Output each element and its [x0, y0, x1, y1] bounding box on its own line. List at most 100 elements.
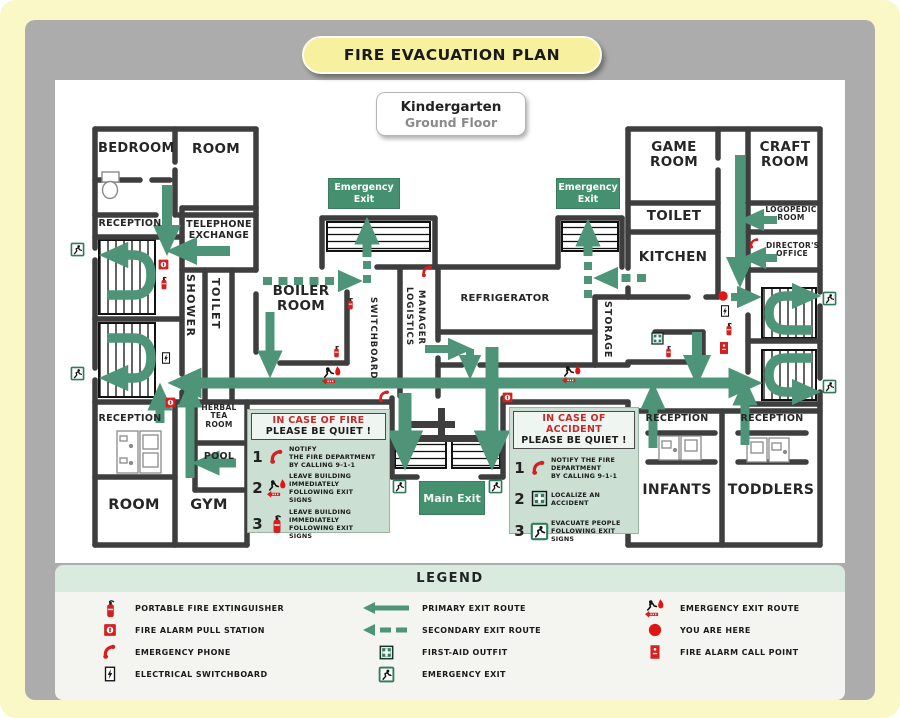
main-exit-sign: Main Exit [419, 481, 485, 515]
emergency-exit-icon [360, 666, 412, 683]
accident-panel-title: IN CASE OF ACCIDENT [542, 413, 606, 435]
emergency-exit-sign-left: Emergency Exit [328, 178, 400, 209]
legend-item: PRIMARY EXIT ROUTE [360, 597, 541, 619]
room-label-craft-room: CRAFT ROOM [759, 139, 811, 171]
accident-panel-header: IN CASE OF ACCIDENT PLEASE BE QUIET ! [513, 411, 635, 449]
fire-extinguisher-icon [665, 345, 672, 358]
emergency-exit-sign-right: Emergency Exit [556, 178, 620, 209]
first-aid-icon [527, 489, 551, 508]
room-label-gym: GYM [190, 497, 228, 513]
fire-extinguisher-icon [95, 599, 125, 618]
secondary-exit-route-arrow [360, 623, 412, 637]
fire-step-2: 2 LEAVE BUILDING IMMEDIATELY FOLLOWING E… [252, 472, 354, 504]
room-label-logopedic: LOGOPEDIC ROOM [765, 205, 817, 223]
room-label-pool: POOL [203, 451, 235, 462]
accident-panel-subtitle: PLEASE BE QUIET ! [521, 435, 627, 446]
legend-column-3: EMERGENCY EXIT ROUTE YOU ARE HERE FIRE A… [640, 597, 799, 663]
room-label-reception-toddlers: RECEPTION [740, 413, 804, 424]
room-label-directors-office: DIRECTOR'S OFFICE [766, 241, 820, 259]
emergency-phone-icon [265, 448, 289, 466]
room-label-room-top: ROOM [192, 141, 240, 157]
room-label-telephone-exchange: TELEPHONE EXCHANGE [186, 219, 252, 241]
legend-item: SECONDARY EXIT ROUTE [360, 619, 541, 641]
room-label-refrigerator: REFRIGERATOR [460, 293, 550, 304]
fire-extinguisher-icon [265, 514, 289, 534]
legend-panel: PORTABLE FIRE EXTINGUISHER FIRE ALARM PU… [55, 592, 845, 700]
fire-panel-title: IN CASE OF FIRE [272, 415, 365, 426]
room-label-room-bottom: ROOM [108, 497, 160, 513]
room-label-shower: SHOWER [184, 274, 197, 338]
exit-route-arrows [98, 155, 822, 478]
legend-item: PORTABLE FIRE EXTINGUISHER [95, 597, 284, 619]
fire-alarm-pull-station-icon [502, 392, 513, 403]
building-label: Kindergarten Ground Floor [376, 92, 526, 136]
emergency-phone-icon [748, 237, 760, 250]
accident-step-3: 3 EVACUATE PEOPLE FOLLOWING EXIT SIGNS [514, 519, 621, 543]
floor-name: Ground Floor [404, 114, 498, 130]
emergency-exit-icon [70, 366, 85, 381]
room-label-herbal-tea: HERBAL TEA ROOM [201, 403, 237, 429]
legend-item: FIRST-AID OUTFIT [360, 641, 541, 663]
fire-extinguisher-icon [161, 276, 168, 290]
emergency-exit-icon [527, 522, 551, 541]
room-label-reception-top-left: RECEPTION [98, 218, 162, 229]
emergency-exit-route-icon [265, 478, 289, 499]
emergency-exit-icon [822, 291, 837, 306]
legend-item: FIRE ALARM PULL STATION [95, 619, 284, 641]
fire-panel-header: IN CASE OF FIRE PLEASE BE QUIET ! [251, 413, 386, 440]
emergency-exit-icon [392, 479, 407, 494]
you-are-here-icon [640, 621, 670, 639]
in-case-of-accident-panel: IN CASE OF ACCIDENT PLEASE BE QUIET ! 1 … [509, 407, 639, 543]
emergency-phone-icon [527, 459, 551, 477]
fire-panel-subtitle: PLEASE BE QUIET ! [265, 426, 372, 437]
electrical-switchboard-icon [720, 305, 730, 317]
emergency-exit-icon [822, 379, 837, 394]
room-label-reception-bottom-left: RECEPTION [98, 413, 162, 424]
fire-extinguisher-icon [333, 345, 340, 358]
electrical-switchboard-icon [95, 665, 125, 683]
room-label-bedroom: BEDROOM [98, 141, 175, 156]
emergency-exit-icon [488, 479, 503, 494]
room-label-game-room: GAME ROOM [650, 139, 698, 171]
room-label-switchboard: SWITCHBOARD [368, 297, 378, 380]
first-aid-icon [651, 332, 664, 345]
page-title: FIRE EVACUATION PLAN [302, 36, 602, 74]
legend-item: ELECTRICAL SWITCHBOARD [95, 663, 284, 685]
fire-alarm-pull-station-icon [165, 397, 176, 408]
in-case-of-fire-panel: IN CASE OF FIRE PLEASE BE QUIET ! 1 NOTI… [247, 409, 390, 540]
room-label-infants: INFANTS [642, 482, 712, 498]
legend-title: LEGEND [55, 565, 845, 592]
primary-exit-route-arrow [360, 601, 412, 615]
fire-alarm-pull-station-icon [95, 621, 125, 639]
room-label-manager: MANAGER [416, 290, 426, 346]
legend-item: EMERGENCY EXIT [360, 663, 541, 685]
emergency-exit-icon [70, 242, 85, 257]
fire-step-1: 1 NOTIFY THE FIRE DEPARTMENT BY CALLING … [252, 444, 376, 469]
room-label-storage: STORAGE [602, 301, 613, 359]
emergency-exit-route-icon [640, 598, 670, 619]
fire-extinguisher-icon [726, 322, 733, 336]
legend-item: EMERGENCY EXIT ROUTE [640, 597, 799, 619]
room-label-kitchen: KITCHEN [638, 249, 708, 265]
room-label-toddlers: TODDLERS [727, 482, 815, 498]
plumbing-fixtures [101, 171, 790, 474]
room-label-toilet-left: TOILET [209, 278, 222, 330]
legend-item: FIRE ALARM CALL POINT [640, 641, 799, 663]
room-label-toilet-right: TOILET [646, 208, 702, 224]
fire-alarm-call-point-icon [640, 643, 670, 661]
first-aid-icon [360, 644, 412, 661]
emergency-phone-icon [95, 643, 125, 661]
legend-column-2: PRIMARY EXIT ROUTE SECONDARY EXIT ROUTE … [360, 597, 541, 685]
you-are-here-icon [718, 291, 728, 301]
legend-item: EMERGENCY PHONE [95, 641, 284, 663]
room-label-boiler-room: BOILER ROOM [272, 283, 330, 315]
room-label-reception-infants: RECEPTION [645, 413, 709, 424]
fire-alarm-pull-station-icon [158, 259, 169, 270]
accident-step-2: 2 LOCALIZE AN ACCIDENT [514, 489, 601, 508]
building-name: Kindergarten [400, 98, 502, 115]
electrical-switchboard-icon [161, 352, 171, 364]
legend-item: YOU ARE HERE [640, 619, 799, 641]
fire-alarm-call-point-icon [720, 342, 728, 354]
